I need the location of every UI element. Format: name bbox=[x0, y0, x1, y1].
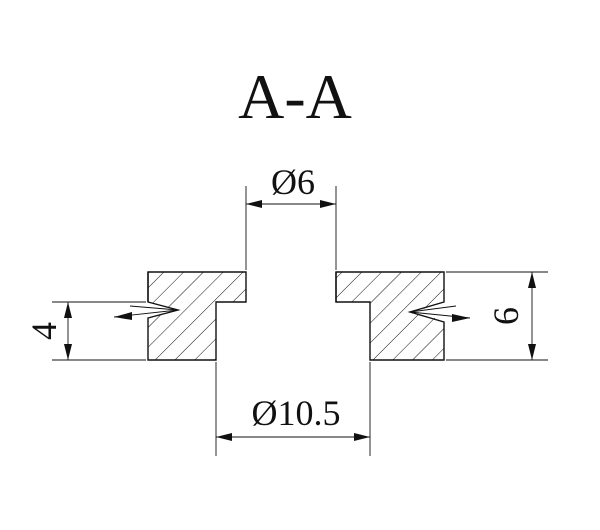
dimension-right-height: 6 bbox=[446, 271, 548, 361]
right-height-label: 6 bbox=[486, 307, 526, 325]
bottom-bore-label: Ø10.5 bbox=[252, 393, 341, 433]
left-height-label: 4 bbox=[24, 322, 64, 340]
part-section bbox=[113, 271, 471, 361]
break-line-left bbox=[113, 305, 179, 318]
top-bore-label: Ø6 bbox=[271, 162, 315, 202]
dimension-bottom-bore: Ø10.5 bbox=[215, 362, 371, 456]
left-body-outline bbox=[147, 271, 247, 361]
dimension-left-height: 4 bbox=[24, 301, 146, 361]
right-body-hatch bbox=[336, 272, 444, 360]
left-body-hatch bbox=[148, 272, 246, 360]
break-line-right bbox=[409, 305, 471, 319]
right-body-outline bbox=[335, 271, 445, 361]
section-title: A-A bbox=[238, 61, 352, 132]
dimension-top-bore: Ø6 bbox=[245, 162, 337, 270]
